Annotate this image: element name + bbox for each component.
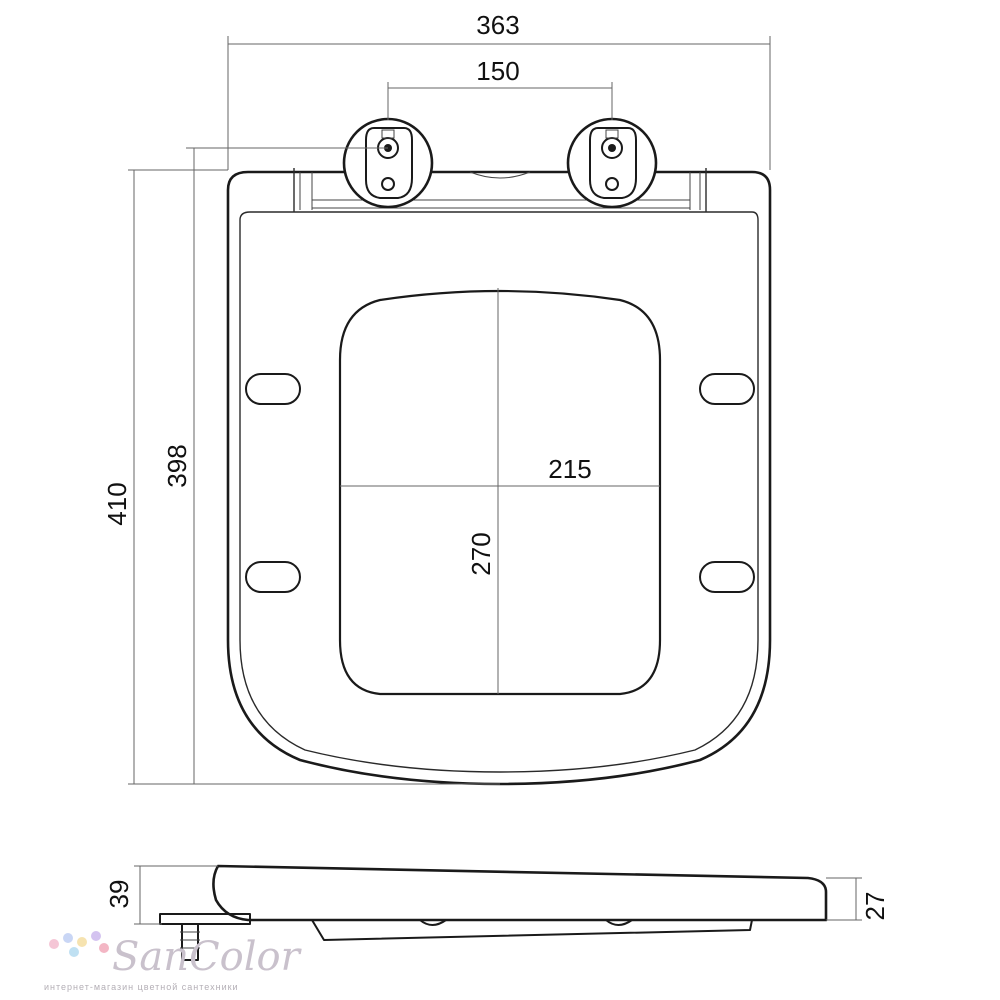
buffer-slot-top-left <box>245 373 301 405</box>
side-buffer-left <box>419 919 447 926</box>
label-overall-length: 410 <box>102 482 132 525</box>
logo-dot <box>63 933 73 943</box>
seat-side-view <box>134 864 862 961</box>
logo-dot <box>99 943 109 953</box>
label-side-height-rear: 39 <box>104 880 134 909</box>
logo-dots <box>49 931 109 957</box>
label-length-to-hinge: 398 <box>162 444 192 487</box>
seat-outer-outline <box>226 170 772 786</box>
watermark-tagline: интернет-магазин цветной сантехники <box>44 982 239 992</box>
label-opening-width: 215 <box>548 454 591 484</box>
buffer-slot-bottom-right <box>699 561 755 593</box>
side-hinge-base <box>159 913 251 925</box>
sancolor-watermark: SanColor интернет-магазин цветной сантех… <box>44 931 303 992</box>
buffer-slot-top-right <box>699 373 755 405</box>
logo-dot <box>69 947 79 957</box>
seat-inner-edge <box>239 168 759 773</box>
dimension-lines <box>128 36 771 785</box>
seat-top-view <box>226 117 772 786</box>
hinge-right <box>566 117 658 209</box>
label-opening-length: 270 <box>466 532 496 575</box>
logo-dot <box>91 931 101 941</box>
side-hinge-bolt <box>181 924 199 961</box>
seat-opening <box>338 289 662 696</box>
side-lid-profile <box>212 864 828 922</box>
watermark-brand: SanColor <box>112 934 303 980</box>
label-overall-width: 363 <box>476 10 519 40</box>
center-notch <box>469 171 531 179</box>
side-buffer-right <box>605 919 633 926</box>
label-hinge-spacing: 150 <box>476 56 519 86</box>
label-side-height-front: 27 <box>860 892 890 921</box>
buffer-slot-bottom-left <box>245 561 301 593</box>
hinge-left <box>342 117 434 209</box>
logo-dot <box>77 937 87 947</box>
logo-dot <box>49 939 59 949</box>
side-seat-profile <box>311 919 753 941</box>
